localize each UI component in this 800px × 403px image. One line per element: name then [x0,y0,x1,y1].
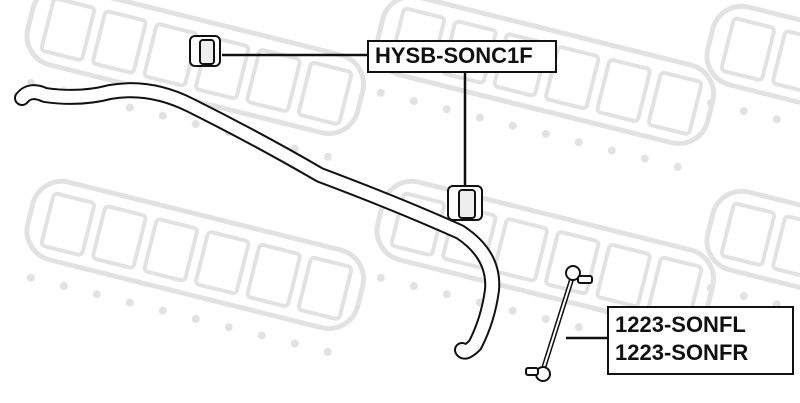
bushing-icon [189,35,221,67]
leader-lines [222,53,608,340]
febest-watermark-icon [704,3,800,157]
stabilizer-bar [14,82,501,360]
bushing-icon [447,185,483,221]
part-label-bushing: HYSB-SONC1F [367,40,557,73]
part-number: 1223-SONFL [615,312,746,337]
part-number: HYSB-SONC1F [375,43,533,68]
part-label-link: 1223-SONFL 1223-SONFR [607,306,794,375]
part-number: 1223-SONFR [615,340,749,365]
stabilizer-link-icon [525,265,593,382]
febest-watermark-icon [24,178,367,356]
